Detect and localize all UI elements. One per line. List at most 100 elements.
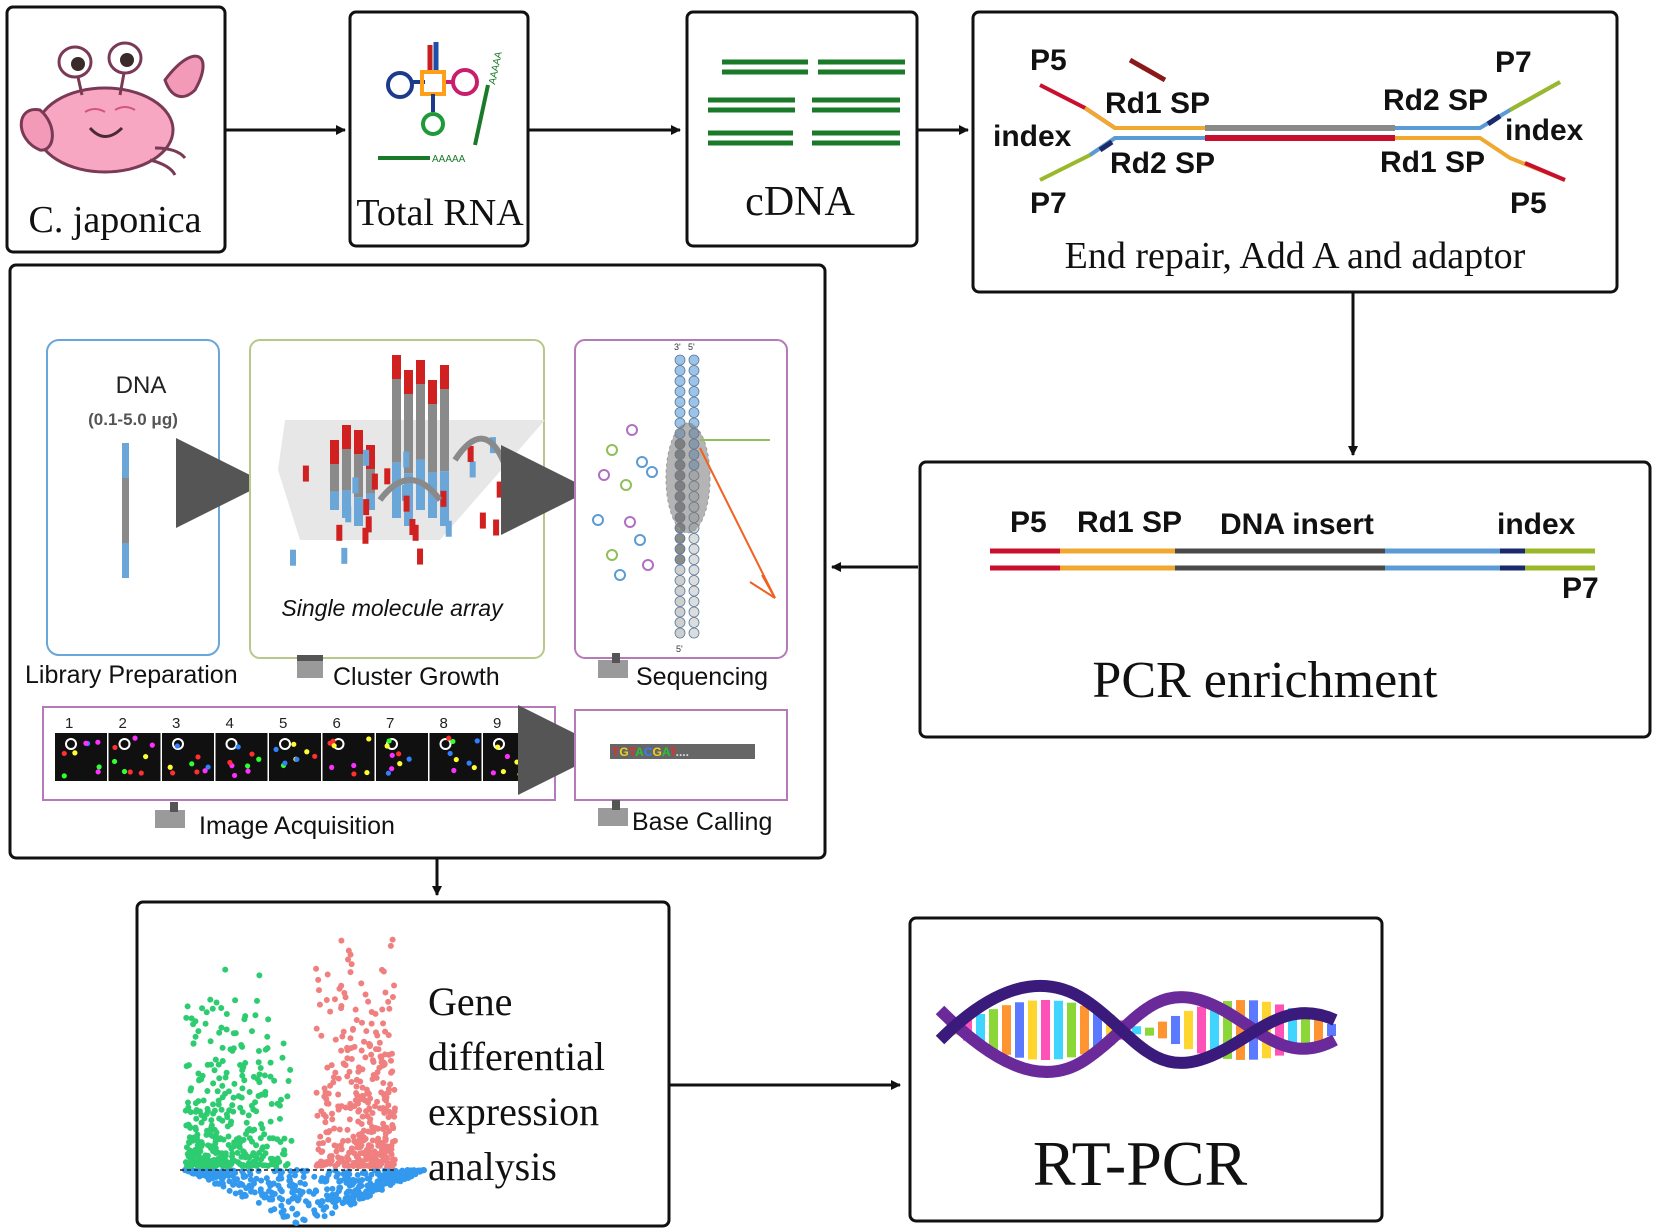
volcano-point-down bbox=[250, 1151, 257, 1158]
volcano-point-up bbox=[362, 1054, 369, 1061]
adaptor-p5-right: P5 bbox=[1510, 187, 1547, 220]
strand-bead bbox=[674, 596, 686, 607]
volcano-point-down bbox=[267, 1059, 274, 1066]
volcano-point-up bbox=[348, 1148, 355, 1155]
volcano-point-up bbox=[318, 1108, 325, 1115]
volcano-point-ns bbox=[196, 1173, 203, 1180]
volcano-point-ns bbox=[289, 1205, 296, 1212]
volcano-point-up bbox=[359, 1066, 366, 1073]
volcano-point-up bbox=[385, 1032, 392, 1039]
free-nucleotide bbox=[606, 444, 618, 456]
cluster-fragment bbox=[469, 461, 476, 478]
volcano-point-up bbox=[374, 1032, 381, 1039]
volcano-point-ns bbox=[336, 1178, 343, 1185]
volcano-point-down bbox=[261, 1131, 268, 1138]
cluster-spot bbox=[384, 743, 390, 749]
cluster-spot bbox=[138, 770, 144, 776]
cluster-spot bbox=[61, 750, 67, 757]
volcano-point-down bbox=[204, 1061, 211, 1068]
volcano-point-down bbox=[223, 1069, 230, 1076]
trna-icon: AAAAA AAAAA bbox=[378, 42, 505, 165]
volcano-point-down bbox=[212, 1137, 219, 1144]
volcano-point-up bbox=[371, 1148, 378, 1155]
pcr-p7-label: P7 bbox=[1562, 572, 1599, 605]
volcano-point-up bbox=[323, 996, 330, 1003]
volcano-point-down bbox=[213, 999, 220, 1006]
volcano-point-down bbox=[279, 1150, 286, 1157]
cluster-spot bbox=[132, 735, 138, 741]
adaptor-rd1-right: Rd1 SP bbox=[1380, 146, 1485, 179]
volcano-point-up bbox=[389, 936, 396, 943]
volcano-point-up bbox=[353, 1083, 360, 1090]
volcano-point-down bbox=[203, 1009, 210, 1016]
cluster-spot bbox=[127, 769, 133, 775]
volcano-point-up bbox=[313, 1025, 320, 1032]
volcano-point-ns bbox=[374, 1178, 381, 1185]
volcano-point-ns bbox=[205, 1173, 212, 1180]
cluster-spot bbox=[282, 760, 288, 766]
volcano-point-ns bbox=[329, 1210, 336, 1217]
helix-base-pair bbox=[1223, 1001, 1232, 1059]
volcano-point-up bbox=[364, 1090, 371, 1097]
volcano-point-down bbox=[267, 1073, 274, 1080]
volcano-point-up bbox=[390, 1161, 397, 1168]
volcano-point-down bbox=[236, 1144, 243, 1151]
volcano-point-down bbox=[207, 996, 214, 1003]
volcano-point-up bbox=[368, 1129, 375, 1136]
volcano-point-ns bbox=[301, 1181, 308, 1188]
volcano-point-up bbox=[314, 1112, 321, 1119]
volcano-point-up bbox=[383, 1097, 390, 1104]
volcano-point-up bbox=[325, 1129, 332, 1136]
volcano-point-down bbox=[205, 1142, 212, 1149]
volcano-point-up bbox=[325, 1100, 332, 1107]
volcano-point-ns bbox=[230, 1167, 237, 1174]
helix-base-pair bbox=[1054, 1000, 1063, 1060]
cluster-spot bbox=[72, 750, 78, 756]
volcano-point-down bbox=[256, 972, 263, 979]
cluster-strand-top bbox=[366, 445, 375, 469]
cluster-spot bbox=[121, 768, 128, 775]
volcano-point-up bbox=[387, 1081, 394, 1088]
cdna-strands-icon bbox=[708, 59, 905, 146]
volcano-point-ns bbox=[416, 1168, 423, 1175]
volcano-point-down bbox=[211, 1067, 218, 1074]
volcano-point-ns bbox=[266, 1188, 273, 1195]
volcano-point-ns bbox=[286, 1173, 293, 1180]
volcano-point-down bbox=[248, 1028, 255, 1035]
volcano-point-up bbox=[387, 1057, 394, 1064]
volcano-point-up bbox=[333, 1148, 340, 1155]
cluster-spot bbox=[83, 740, 89, 746]
volcano-point-down bbox=[264, 1045, 271, 1052]
cluster-strand-top bbox=[342, 425, 351, 449]
helix-base-pair bbox=[1171, 1015, 1180, 1045]
volcano-point-up bbox=[357, 1150, 364, 1157]
cluster-spot bbox=[61, 773, 67, 779]
free-nucleotide bbox=[642, 559, 654, 571]
volcano-point-ns bbox=[350, 1196, 357, 1203]
volcano-point-up bbox=[381, 1109, 388, 1116]
volcano-point-up bbox=[368, 1156, 375, 1163]
pcr-insert-label: DNA insert bbox=[1220, 508, 1374, 541]
cluster-spot bbox=[490, 770, 496, 776]
volcano-point-up bbox=[382, 989, 389, 996]
volcano-point-up bbox=[313, 965, 320, 972]
volcano-point-up bbox=[353, 1076, 360, 1083]
volcano-point-up bbox=[389, 994, 396, 1001]
volcano-point-up bbox=[380, 1120, 387, 1127]
strand-bead bbox=[688, 354, 700, 366]
cluster-spot bbox=[167, 764, 173, 770]
strand-bead bbox=[688, 365, 700, 376]
cluster-spot bbox=[385, 770, 392, 776]
volcano-point-ns bbox=[329, 1185, 336, 1192]
volcano-point-up bbox=[388, 1151, 395, 1158]
volcano-point-down bbox=[204, 1087, 211, 1094]
cluster-array-icon bbox=[278, 355, 545, 566]
cluster-fragment bbox=[412, 524, 419, 541]
volcano-point-down bbox=[198, 1119, 205, 1126]
volcano-point-up bbox=[336, 1126, 343, 1133]
volcano-point-up bbox=[315, 987, 322, 994]
volcano-point-ns bbox=[278, 1202, 285, 1209]
strand-bead bbox=[688, 564, 700, 576]
free-nucleotide bbox=[636, 456, 648, 468]
dna-amount: (0.1-5.0 μg) bbox=[88, 410, 178, 429]
